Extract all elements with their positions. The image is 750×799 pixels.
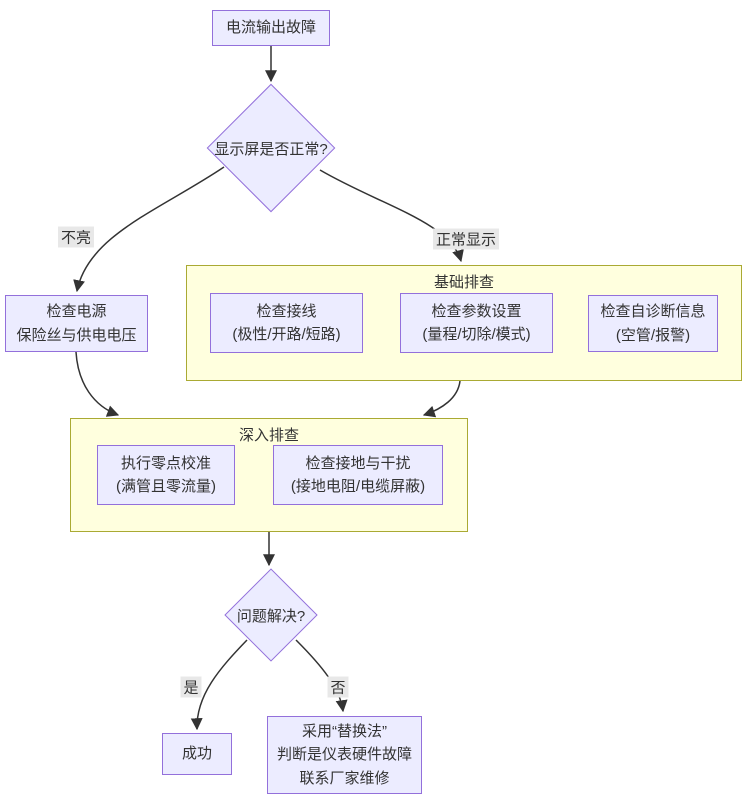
node-decision-solved: 问题解决?: [224, 568, 318, 662]
node-check-diagnostics: 检查自诊断信息 (空管/报警): [588, 295, 718, 352]
node-zero-calibration: 执行零点校准 (满管且零流量): [97, 445, 235, 505]
node-check-grounding-label: 检查接地与干扰 (接地电阻/电缆屏蔽): [290, 454, 426, 495]
node-check-power-label: 检查电源 保险丝与供电电压: [16, 303, 137, 344]
edge-decision2-to-success: [190, 639, 248, 731]
edge-basic-to-deep: [422, 380, 461, 418]
node-success: 成功: [162, 733, 232, 775]
edge-label-yes: 是: [180, 676, 202, 698]
node-check-params-label: 检查参数设置 (量程/切除/模式): [422, 302, 531, 343]
node-start: 电流输出故障: [212, 10, 330, 46]
edge-power-to-deep: [75, 351, 120, 417]
node-replacement-label: 采用“替换法” 判断是仪表硬件故障 联系厂家维修: [276, 723, 412, 787]
edge-decision-to-power: [73, 166, 225, 293]
node-check-wiring-label: 检查接线 (极性/开路/短路): [232, 302, 341, 343]
node-replacement: 采用“替换法” 判断是仪表硬件故障 联系厂家维修: [267, 716, 422, 794]
node-check-power: 检查电源 保险丝与供电电压: [5, 295, 148, 352]
node-check-diagnostics-label: 检查自诊断信息 (空管/报警): [600, 303, 706, 344]
node-check-grounding: 检查接地与干扰 (接地电阻/电缆屏蔽): [273, 445, 443, 505]
decision-display-label: 显示屏是否正常?: [214, 140, 328, 158]
node-decision-display: 显示屏是否正常?: [206, 83, 336, 213]
node-check-params: 检查参数设置 (量程/切除/模式): [400, 293, 553, 353]
edge-label-no: 否: [327, 676, 349, 698]
node-check-wiring: 检查接线 (极性/开路/短路): [210, 293, 363, 353]
decision-solved-label: 问题解决?: [236, 607, 306, 625]
group-basic-title: 基础排查: [433, 274, 494, 291]
edge-label-normal-display: 正常显示: [432, 228, 500, 250]
node-start-label: 电流输出故障: [225, 19, 316, 37]
edge-label-not-lit: 不亮: [57, 226, 95, 248]
node-zero-calibration-label: 执行零点校准 (满管且零流量): [116, 454, 216, 495]
node-success-label: 成功: [181, 745, 212, 763]
group-deep-title: 深入排查: [238, 427, 299, 444]
